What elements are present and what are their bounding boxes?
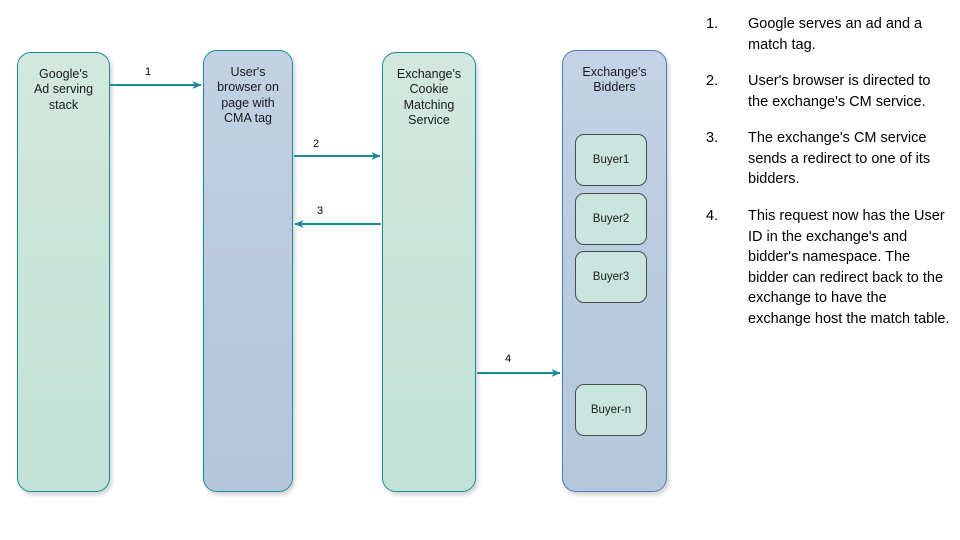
legend-item-2: 2. User's browser is directed to the exc… <box>706 71 950 112</box>
legend-item-4-text: This request now has the User ID in the … <box>748 208 950 327</box>
legend-item-3: 3. The exchange's CM service sends a red… <box>706 128 950 190</box>
buyer-chip-buyer2-label: Buyer2 <box>592 213 630 225</box>
buyer-chip-buyer1-label: Buyer1 <box>592 154 630 166</box>
lane-user-browser-label: User's browser on page with CMA tag <box>217 65 279 125</box>
legend-item-3-number: 3. <box>706 130 719 147</box>
steps-legend: 1. Google serves an ad and a match tag. … <box>706 14 950 346</box>
legend-item-1: 1. Google serves an ad and a match tag. <box>706 14 950 55</box>
legend-item-2-text: User's browser is directed to the exchan… <box>748 73 931 110</box>
legend-item-4: 4. This request now has the User ID in t… <box>706 206 950 329</box>
arrow-1-label: 1 <box>144 66 152 78</box>
buyer-chip-buyer2[interactable]: Buyer2 <box>575 193 647 245</box>
legend-item-2-number: 2. <box>706 73 719 90</box>
buyer-chip-buyer3[interactable]: Buyer3 <box>575 251 647 303</box>
buyer-chip-buyer3-label: Buyer3 <box>592 271 630 283</box>
buyer-chip-buyer-n[interactable]: Buyer-n <box>575 384 647 436</box>
arrow-3-label: 3 <box>316 205 324 217</box>
lane-exchange-cookie-matching-service-label: Exchange's Cookie Matching Service <box>396 67 462 127</box>
lane-exchange-bidders-label: Exchange's Bidders <box>582 65 647 95</box>
buyer-chip-buyer1[interactable]: Buyer1 <box>575 134 647 186</box>
lane-exchange-cookie-matching-service[interactable]: Exchange's Cookie Matching Service <box>382 52 476 492</box>
arrow-4-label: 4 <box>504 353 512 365</box>
lane-google-ad-serving-stack-label: Google's Ad serving stack <box>33 67 94 112</box>
arrow-2-label: 2 <box>312 138 320 150</box>
buyer-chip-buyer-n-label: Buyer-n <box>590 404 632 416</box>
legend-item-1-number: 1. <box>706 16 719 32</box>
legend-item-3-text: The exchange's CM service sends a redire… <box>748 130 931 188</box>
lane-user-browser[interactable]: User's browser on page with CMA tag <box>203 50 293 492</box>
lane-google-ad-serving-stack[interactable]: Google's Ad serving stack <box>17 52 110 492</box>
legend-item-4-number: 4. <box>706 208 719 225</box>
legend-item-1-text: Google serves an ad and a match tag. <box>748 16 923 53</box>
